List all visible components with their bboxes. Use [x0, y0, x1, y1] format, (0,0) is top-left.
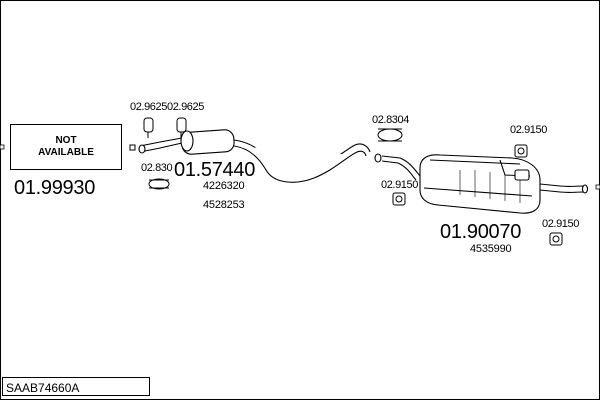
rear-silencer	[419, 154, 589, 214]
part-rubber-rear-mid[interactable]: 02.9150	[381, 179, 418, 191]
ref-rear-section[interactable]: 01.90070	[440, 221, 522, 243]
part-rubber-rear-low[interactable]: 02.9150	[542, 218, 579, 230]
hanger-a	[143, 117, 154, 138]
oem-rear: 4535990	[470, 243, 512, 255]
middle-silencer	[138, 129, 371, 183]
part-hanger-b[interactable]: 02.9625	[167, 101, 204, 113]
part-clamp-front[interactable]: 02.830	[141, 162, 173, 174]
ref-middle-section[interactable]: 01.57440	[174, 159, 256, 181]
hanger-b	[176, 117, 187, 138]
clamp-mid	[377, 128, 403, 142]
rubber-rear-top	[514, 144, 528, 158]
part-rubber-rear-top[interactable]: 02.9150	[510, 124, 547, 136]
not-available-box: NOT AVAILABLE	[10, 124, 122, 170]
part-hanger-a[interactable]: 02.9625	[130, 101, 167, 113]
oem-middle-1: 4226320	[203, 180, 245, 192]
not-available-label: NOT AVAILABLE	[38, 135, 94, 158]
front-pipe-connector	[129, 144, 136, 151]
vehicle-code: SAAB74660A	[6, 381, 80, 395]
edge-marker-left	[0, 144, 5, 150]
ref-front-section[interactable]: 01.99930	[14, 177, 96, 199]
oem-middle-2: 4528253	[203, 199, 245, 211]
rubber-rear-mid	[392, 192, 406, 206]
vehicle-code-box: SAAB74660A	[2, 377, 150, 396]
rubber-rear-low	[549, 232, 563, 246]
clamp-front	[148, 178, 170, 190]
rear-inlet-pipe	[374, 153, 421, 181]
edge-marker-right	[595, 184, 600, 190]
part-clamp-mid[interactable]: 02.8304	[372, 114, 409, 126]
